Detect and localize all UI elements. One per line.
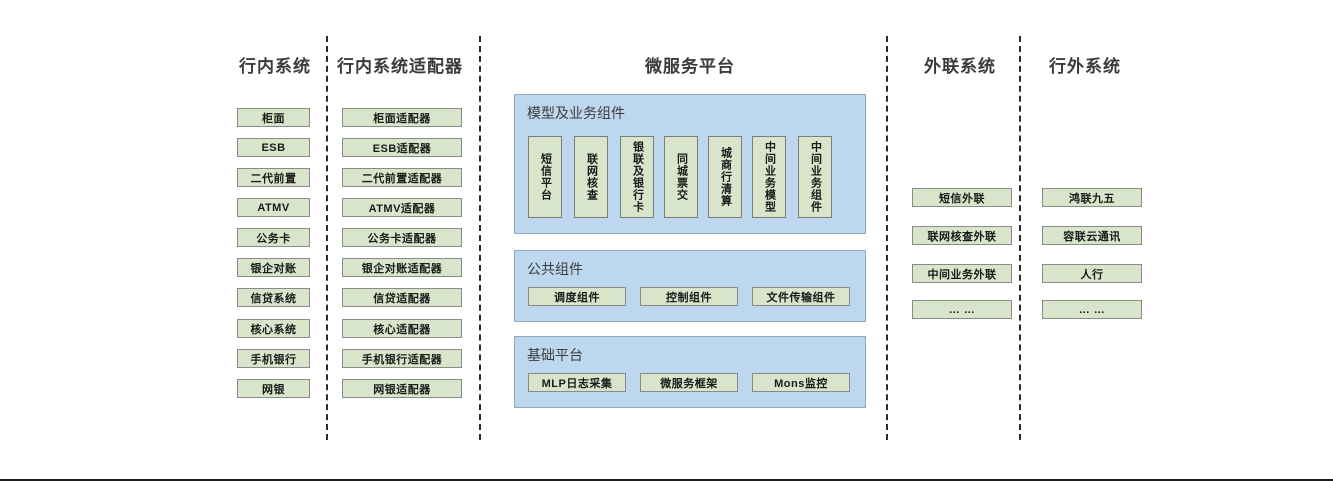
node-public-component[interactable]: 文件传输组件 xyxy=(752,287,850,306)
node-in-bank-adapter[interactable]: 银企对账适配器 xyxy=(342,258,462,277)
node-model-component[interactable]: 中间业务模型 xyxy=(752,136,786,218)
node-model-component[interactable]: 同城票交 xyxy=(664,136,698,218)
node-label: 银联及银行卡 xyxy=(631,141,644,213)
node-in-bank-adapter[interactable]: 二代前置适配器 xyxy=(342,168,462,187)
node-label: 同城票交 xyxy=(675,153,688,201)
node-in-bank-adapter[interactable]: 网银适配器 xyxy=(342,379,462,398)
node-in-bank-system[interactable]: 公务卡 xyxy=(237,228,310,247)
node-base-platform-component[interactable]: Mons监控 xyxy=(752,373,850,392)
node-in-bank-system[interactable]: ATMV xyxy=(237,198,310,217)
panel-title-model-and-business-components: 模型及业务组件 xyxy=(527,105,625,121)
node-off-bank-system[interactable]: … … xyxy=(1042,300,1142,319)
node-in-bank-adapter[interactable]: ESB适配器 xyxy=(342,138,462,157)
node-off-bank-system[interactable]: 容联云通讯 xyxy=(1042,226,1142,245)
node-off-bank-system[interactable]: 人行 xyxy=(1042,264,1142,283)
panel-public-components: 公共组件 xyxy=(514,250,866,322)
node-label: 联网核查 xyxy=(585,153,598,201)
node-in-bank-system[interactable]: 信贷系统 xyxy=(237,288,310,307)
divider-3 xyxy=(886,36,888,440)
column-title-external-link-systems: 外联系统 xyxy=(924,57,996,76)
column-title-microservice-platform: 微服务平台 xyxy=(645,57,735,76)
node-model-component[interactable]: 短信平台 xyxy=(528,136,562,218)
node-base-platform-component[interactable]: MLP日志采集 xyxy=(528,373,626,392)
panel-base-platform: 基础平台 xyxy=(514,336,866,408)
node-in-bank-system[interactable]: 银企对账 xyxy=(237,258,310,277)
node-model-component[interactable]: 联网核查 xyxy=(574,136,608,218)
node-external-link-system[interactable]: 联网核查外联 xyxy=(912,226,1012,245)
column-title-in-bank-systems: 行内系统 xyxy=(239,57,311,76)
divider-2 xyxy=(479,36,481,440)
node-label: 中间业务组件 xyxy=(809,141,822,213)
node-base-platform-component[interactable]: 微服务框架 xyxy=(640,373,738,392)
node-in-bank-system[interactable]: 核心系统 xyxy=(237,319,310,338)
node-in-bank-adapter[interactable]: 公务卡适配器 xyxy=(342,228,462,247)
node-external-link-system[interactable]: … … xyxy=(912,300,1012,319)
node-in-bank-system[interactable]: 柜面 xyxy=(237,108,310,127)
node-in-bank-system[interactable]: 网银 xyxy=(237,379,310,398)
node-in-bank-system[interactable]: 二代前置 xyxy=(237,168,310,187)
node-label: 中间业务模型 xyxy=(763,141,776,213)
node-public-component[interactable]: 调度组件 xyxy=(528,287,626,306)
column-title-off-bank-systems: 行外系统 xyxy=(1049,57,1121,76)
node-external-link-system[interactable]: 中间业务外联 xyxy=(912,264,1012,283)
node-label: 城商行清算 xyxy=(719,147,732,207)
panel-title-public-components: 公共组件 xyxy=(527,261,583,277)
divider-4 xyxy=(1019,36,1021,440)
node-in-bank-system[interactable]: 手机银行 xyxy=(237,349,310,368)
node-in-bank-adapter[interactable]: 信贷适配器 xyxy=(342,288,462,307)
node-in-bank-adapter[interactable]: 手机银行适配器 xyxy=(342,349,462,368)
node-in-bank-system[interactable]: ESB xyxy=(237,138,310,157)
node-off-bank-system[interactable]: 鸿联九五 xyxy=(1042,188,1142,207)
panel-title-base-platform: 基础平台 xyxy=(527,347,583,363)
column-title-in-bank-adapters: 行内系统适配器 xyxy=(337,57,463,76)
node-public-component[interactable]: 控制组件 xyxy=(640,287,738,306)
divider-1 xyxy=(326,36,328,440)
node-model-component[interactable]: 城商行清算 xyxy=(708,136,742,218)
node-model-component[interactable]: 中间业务组件 xyxy=(798,136,832,218)
node-in-bank-adapter[interactable]: 核心适配器 xyxy=(342,319,462,338)
node-label: 短信平台 xyxy=(539,153,552,201)
bottom-divider xyxy=(0,479,1333,481)
node-model-component[interactable]: 银联及银行卡 xyxy=(620,136,654,218)
node-in-bank-adapter[interactable]: 柜面适配器 xyxy=(342,108,462,127)
node-external-link-system[interactable]: 短信外联 xyxy=(912,188,1012,207)
node-in-bank-adapter[interactable]: ATMV适配器 xyxy=(342,198,462,217)
